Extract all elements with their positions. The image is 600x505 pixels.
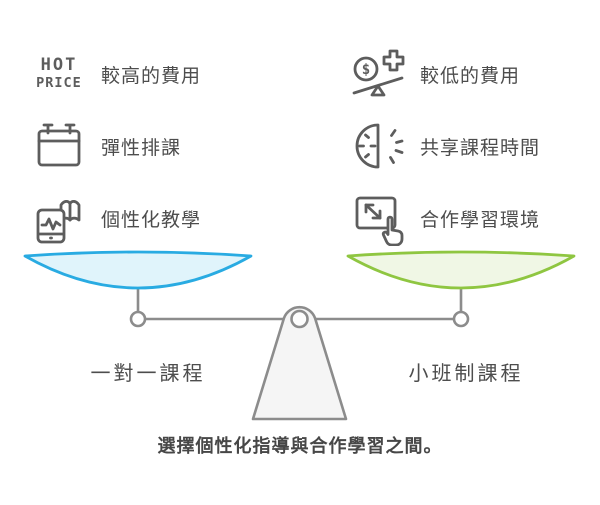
money-seesaw-icon-svg: $ bbox=[352, 49, 405, 97]
screen-touch-icon bbox=[349, 189, 407, 247]
feature-label-lower-cost: 較低的費用 bbox=[420, 65, 521, 87]
money-seesaw-icon: $ bbox=[349, 45, 407, 103]
feature-label-higher-cost: 較高的費用 bbox=[101, 65, 202, 87]
caption: 選擇個性化指導與合作學習之間。 bbox=[157, 436, 443, 456]
balance-scale bbox=[23, 250, 576, 421]
feature-row-left-1: HOT PRICE 較高的費用 bbox=[30, 45, 201, 103]
feature-label-flexible-scheduling: 彈性排課 bbox=[101, 137, 182, 159]
left-pan bbox=[23, 250, 253, 290]
hot-price-icon: HOT PRICE bbox=[30, 45, 88, 103]
half-clock-icon-svg bbox=[355, 123, 404, 169]
feature-row-left-2: 彈性排課 bbox=[30, 117, 181, 175]
feature-row-left-3: 個性化教學 bbox=[30, 189, 201, 247]
hot-price-line1: HOT bbox=[40, 55, 78, 76]
dollar-sign-glyph: $ bbox=[362, 62, 370, 78]
half-clock-icon bbox=[349, 117, 407, 175]
feature-label-collaborative-environment: 合作學習環境 bbox=[420, 209, 541, 231]
feature-row-right-3: 合作學習環境 bbox=[349, 189, 540, 247]
fulcrum-pivot bbox=[290, 309, 309, 329]
calendar-icon-svg bbox=[37, 123, 81, 167]
phone-book-icon-svg bbox=[36, 200, 81, 244]
phone-book-icon bbox=[30, 189, 88, 247]
left-beam-joint bbox=[129, 310, 147, 328]
feature-row-right-2: 共享課程時間 bbox=[349, 117, 540, 175]
right-pan-label: 小班制課程 bbox=[408, 363, 524, 385]
feature-label-shared-class-time: 共享課程時間 bbox=[420, 137, 541, 159]
feature-row-right-1: $ 較低的費用 bbox=[349, 45, 520, 103]
feature-label-personalized-teaching: 個性化教學 bbox=[101, 209, 202, 231]
left-pan-label: 一對一課程 bbox=[90, 363, 206, 385]
hot-price-line2: PRICE bbox=[36, 75, 82, 92]
fulcrum bbox=[251, 305, 348, 421]
calendar-icon bbox=[30, 117, 88, 175]
right-beam-joint bbox=[452, 310, 470, 328]
right-pan bbox=[346, 250, 576, 290]
hot-price-icon-text: HOT PRICE bbox=[36, 56, 82, 91]
screen-touch-icon-svg bbox=[355, 196, 404, 246]
